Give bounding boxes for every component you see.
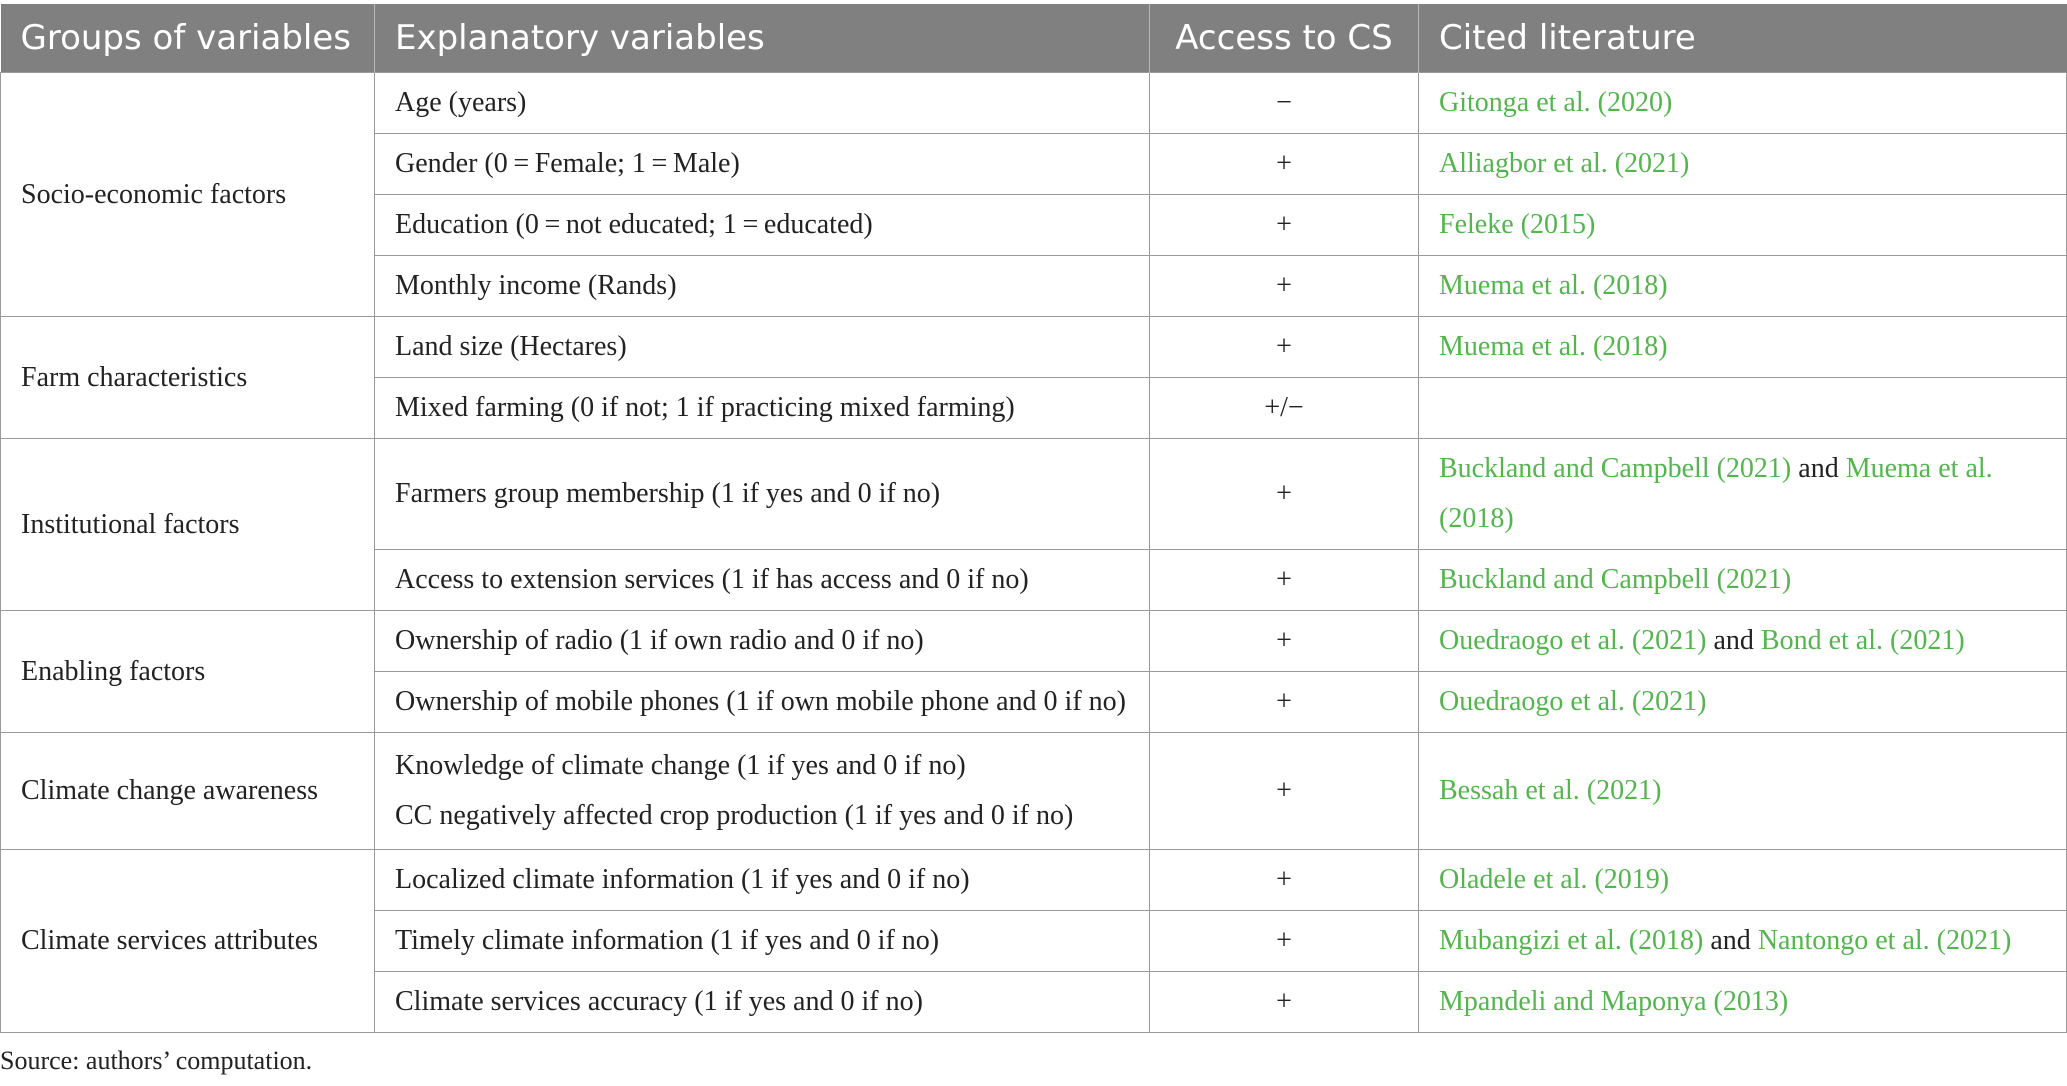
citation-connector: and <box>1706 625 1761 656</box>
access-sign-cell: + <box>1149 671 1419 733</box>
table-row: Mixed farming (0 if not; 1 if practicing… <box>1 377 2067 439</box>
access-sign-cell: + <box>1149 438 1419 550</box>
citation-link[interactable]: Muema et al. (2018) <box>1439 453 1993 534</box>
access-sign-cell: + <box>1149 133 1419 195</box>
group-name-cell: Climate services attributes <box>0 849 375 1033</box>
access-sign-cell: + <box>1149 316 1419 378</box>
access-sign-cell: + <box>1149 255 1419 317</box>
explanatory-variable-cell: Farmers group membership (1 if yes and 0… <box>374 438 1150 550</box>
cited-literature-cell: Buckland and Campbell (2021) <box>1418 549 2067 611</box>
group-name-cell: Socio-economic factors <box>0 72 375 317</box>
cited-literature-cell: Mpandeli and Maponya (2013) <box>1418 971 2067 1033</box>
citation-link[interactable]: Mpandeli and Maponya (2013) <box>1439 986 1789 1017</box>
explanatory-variable-cell: Ownership of mobile phones (1 if own mob… <box>374 671 1150 733</box>
header-access: Access to CS <box>1149 4 1419 73</box>
group-name-cell: Institutional factors <box>0 438 375 611</box>
explanatory-variable-cell: Climate services accuracy (1 if yes and … <box>374 971 1150 1033</box>
citation-link[interactable]: Feleke (2015) <box>1439 209 1596 240</box>
cited-literature-cell: Ouedraogo et al. (2021) <box>1418 671 2067 733</box>
cited-literature-cell: Muema et al. (2018) <box>1418 316 2067 378</box>
table-row: Ownership of mobile phones (1 if own mob… <box>1 671 2067 733</box>
citation-link[interactable]: Gitonga et al. (2020) <box>1439 87 1673 118</box>
explanatory-variable-cell: Education (0 = not educated; 1 = educate… <box>374 194 1150 256</box>
table-row: Climate services accuracy (1 if yes and … <box>1 971 2067 1033</box>
group-name-cell: Climate change awareness <box>0 732 375 850</box>
variables-table: Groups of variables Explanatory variable… <box>0 4 2067 1033</box>
explanatory-variable-cell: Land size (Hectares) <box>374 316 1150 378</box>
header-explanatory: Explanatory variables <box>374 4 1150 73</box>
citation-link[interactable]: Muema et al. (2018) <box>1439 270 1668 301</box>
explanatory-variable-cell: Localized climate information (1 if yes … <box>374 849 1150 911</box>
citation-link[interactable]: Buckland and Campbell (2021) <box>1439 453 1792 484</box>
citation-link[interactable]: Alliagbor et al. (2021) <box>1439 148 1690 179</box>
cited-literature-cell: Buckland and Campbell (2021) and Muema e… <box>1418 438 2067 550</box>
citation-link[interactable]: Ouedraogo et al. (2021) <box>1439 625 1707 656</box>
cited-literature-cell: Oladele et al. (2019) <box>1418 849 2067 911</box>
explanatory-variable-cell: Age (years) <box>374 72 1150 134</box>
citation-link[interactable]: Bessah et al. (2021) <box>1439 775 1662 806</box>
cited-literature-cell: Gitonga et al. (2020) <box>1418 72 2067 134</box>
citation-connector: and <box>1791 453 1846 484</box>
explanatory-variable-cell: Monthly income (Rands) <box>374 255 1150 317</box>
table-row: Access to extension services (1 if has a… <box>1 549 2067 611</box>
explanatory-variable-cell: Access to extension services (1 if has a… <box>374 549 1150 611</box>
explanatory-variable-cell: Ownership of radio (1 if own radio and 0… <box>374 610 1150 672</box>
citation-link[interactable]: Bond et al. (2021) <box>1760 625 1965 656</box>
table-row: Monthly income (Rands)+ Muema et al. (201… <box>1 255 2067 317</box>
access-sign-cell: +/− <box>1149 377 1419 439</box>
access-sign-cell: + <box>1149 610 1419 672</box>
citation-link[interactable]: Buckland and Campbell (2021) <box>1439 564 1792 595</box>
explanatory-variable-cell: Knowledge of climate change (1 if yes an… <box>374 732 1150 850</box>
citation-link[interactable]: Muema et al. (2018) <box>1439 331 1668 362</box>
citation-link[interactable]: Mubangizi et al. (2018) <box>1439 925 1704 956</box>
group-name-cell: Farm characteristics <box>0 316 375 439</box>
citation-link[interactable]: Ouedraogo et al. (2021) <box>1439 686 1707 717</box>
table-row: Timely climate information (1 if yes and… <box>1 910 2067 972</box>
access-sign-cell: + <box>1149 910 1419 972</box>
cited-literature-cell: Bessah et al. (2021) <box>1418 732 2067 850</box>
cited-literature-cell <box>1418 377 2067 439</box>
access-sign-cell: + <box>1149 194 1419 256</box>
explanatory-variable-cell: Gender (0 = Female; 1 = Male) <box>374 133 1150 195</box>
citation-connector: and <box>1703 925 1758 956</box>
access-sign-cell: + <box>1149 971 1419 1033</box>
citation-link[interactable]: Oladele et al. (2019) <box>1439 864 1670 895</box>
cited-literature-cell: Muema et al. (2018) <box>1418 255 2067 317</box>
access-sign-cell: + <box>1149 549 1419 611</box>
explanatory-variable-cell: Mixed farming (0 if not; 1 if practicing… <box>374 377 1150 439</box>
header-row: Groups of variables Explanatory variable… <box>0 4 2067 73</box>
explanatory-variable-cell: Timely climate information (1 if yes and… <box>374 910 1150 972</box>
variable-line: CC negatively affected crop production (… <box>395 800 1074 831</box>
cited-literature-cell: Feleke (2015) <box>1418 194 2067 256</box>
cited-literature-cell: Alliagbor et al. (2021) <box>1418 133 2067 195</box>
access-sign-cell: + <box>1149 732 1419 850</box>
source-note: Source: authors’ computation. <box>0 1046 313 1075</box>
header-literature: Cited literature <box>1418 4 2067 73</box>
table-header: Groups of variables Explanatory variable… <box>0 4 2067 73</box>
cited-literature-cell: Mubangizi et al. (2018) and Nantongo et … <box>1418 910 2067 972</box>
variable-line: Knowledge of climate change (1 if yes an… <box>395 750 966 781</box>
access-sign-cell: − <box>1149 72 1419 134</box>
cited-literature-cell: Ouedraogo et al. (2021) and Bond et al. … <box>1418 610 2067 672</box>
access-sign-cell: + <box>1149 849 1419 911</box>
header-groups: Groups of variables <box>0 4 375 73</box>
table-row: Gender (0 = Female; 1 = Male)+ Alliagbor … <box>1 133 2067 195</box>
citation-link[interactable]: Nantongo et al. (2021) <box>1757 925 2012 956</box>
table-row: Education (0 = not educated; 1 = educate… <box>1 194 2067 256</box>
table-row: Climate change awareness Knowledge of cli… <box>0 732 2067 850</box>
group-name-cell: Enabling factors <box>0 610 375 733</box>
